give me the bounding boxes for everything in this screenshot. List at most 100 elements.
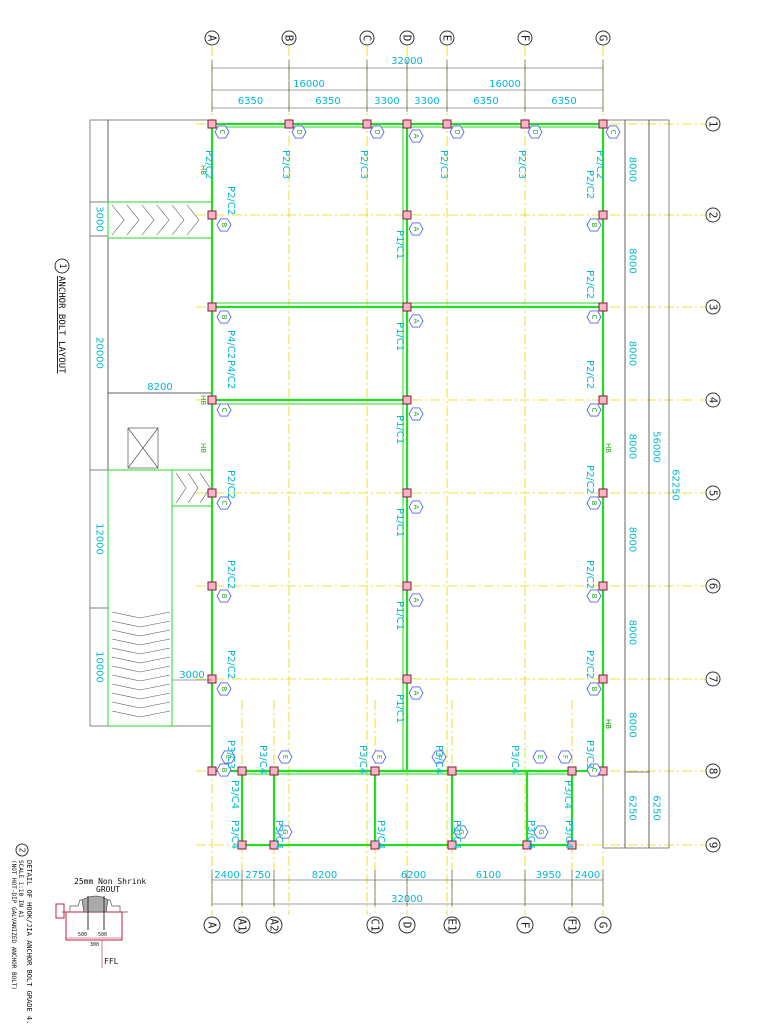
stair-tread-landing [187, 472, 199, 504]
column-tag-top: P2/C3 [438, 150, 449, 179]
beam-annex [240, 769, 574, 847]
column [237, 766, 247, 776]
grid-label-top-C: C [361, 35, 374, 42]
hex-mark-label: B [590, 594, 598, 599]
grid-bubble-bottom-A1 [233, 916, 251, 934]
stair-tread-top [141, 204, 155, 236]
column-tag-left: P2/C2 [225, 560, 236, 589]
grid-bubble-bottom-A [203, 916, 221, 934]
column [598, 674, 608, 684]
title-text: ANCHOR BOLT LAYOUT [56, 276, 66, 374]
column [598, 210, 608, 220]
column [567, 840, 577, 850]
column [567, 766, 577, 776]
hex-mark [408, 593, 424, 607]
grid-bubble-bottom-G [594, 916, 612, 934]
grid-label-bottom-A2: A2 [268, 918, 281, 931]
column-tag-row8: P3/C4 [257, 745, 268, 774]
hex-mark-label: B [220, 223, 228, 228]
detail-dim-2: 500 [98, 932, 107, 938]
grid-bubble-top-A [204, 30, 220, 46]
dim-left-stair-2: 20000 [94, 337, 105, 369]
hex-mark-label: D [531, 129, 539, 134]
column [402, 674, 412, 684]
hex-mark [408, 314, 424, 328]
hex-mark [586, 310, 602, 324]
stair-tread-top [126, 204, 140, 236]
hex-mark-label: E [536, 755, 544, 759]
hex-mark-label: D [373, 129, 381, 134]
grid-label-top-E: E [441, 35, 454, 42]
detail-number: 2 [18, 848, 27, 853]
grid-bubble-right-5 [705, 485, 721, 501]
column [447, 766, 457, 776]
side-mark: HB [604, 719, 612, 729]
stair-tread-bottom [111, 647, 171, 655]
hex-mark-label: C [220, 408, 228, 413]
grid-bubble-bottom-D [398, 916, 416, 934]
column-tag-row8: P3/C4 [562, 780, 573, 809]
hex-mark-label: A [412, 412, 420, 417]
hex-mark-label: B [220, 768, 228, 773]
detail-footing [65, 911, 123, 941]
hex-mark-label: A [412, 598, 420, 603]
grid-bubble-top-F [517, 30, 533, 46]
dim-right-sub: 56000 [651, 431, 662, 463]
detail-scale: SCALE 1:10 IN A1 [17, 860, 24, 918]
hex-mark [449, 125, 465, 139]
stair-tread-bottom [111, 620, 171, 628]
dim-right-bay: 8000 [627, 248, 638, 273]
detail-dim-1: 500 [78, 932, 87, 938]
stair-tread-top [156, 204, 170, 236]
dim-right-bay: 8000 [627, 157, 638, 182]
dim-right-overall: 62250 [670, 469, 681, 501]
hex-mark [586, 763, 602, 777]
column-tag-right: P2/C2 [584, 170, 595, 199]
grid-label-right-7: 7 [707, 676, 720, 683]
stair-area [89, 119, 213, 727]
hex-mark [220, 750, 236, 764]
hex-mark [431, 750, 447, 764]
side-mark: HB [604, 443, 612, 453]
column [598, 395, 608, 405]
detail-number-bubble [15, 843, 29, 857]
column-tag-top: P2/C3 [280, 150, 291, 179]
grid-bubble-right-3 [705, 299, 721, 315]
column [447, 840, 457, 850]
hex-mark [216, 682, 232, 696]
column-tag-row9: P3/C4 [375, 820, 386, 849]
hex-mark-label: F [435, 755, 443, 759]
grid-label-top-G: G [597, 35, 610, 42]
grid-bubble-bottom-F [516, 916, 534, 934]
dim-left-width: 8200 [147, 382, 172, 393]
hex-mark [277, 750, 293, 764]
dim-bottom-bay: 3950 [536, 870, 561, 881]
grid-bubble-right-8 [705, 763, 721, 779]
column [598, 581, 608, 591]
column-tag-left: P2/C2 [225, 186, 236, 215]
hex-mark-label: C [220, 501, 228, 506]
grid-bubble-right-1 [705, 116, 721, 132]
column-tag-left: P4/C2 [225, 330, 236, 359]
hex-mark-label: B [590, 501, 598, 506]
hex-mark [586, 589, 602, 603]
grid-label-bottom-G: G [597, 922, 610, 929]
hex-mark-label: A [412, 134, 420, 139]
column [402, 119, 412, 129]
grid-bubble-top-E [439, 30, 455, 46]
hex-mark [533, 825, 549, 839]
column [207, 766, 217, 776]
stair-tread-bottom [111, 701, 171, 709]
column [402, 210, 412, 220]
grid-bubble-right-4 [705, 392, 721, 408]
grid-label-top-B: B [283, 35, 296, 42]
column [402, 488, 412, 498]
grid-label-right-8: 8 [707, 768, 720, 775]
dim-right-bay: 8000 [627, 434, 638, 459]
grid-label-bottom-A: A [206, 922, 219, 929]
dim-top-bay: 3300 [374, 96, 399, 107]
detail-level: FFL [104, 957, 119, 966]
column [207, 674, 217, 684]
column-tag-left: P3/C3 [225, 740, 236, 769]
